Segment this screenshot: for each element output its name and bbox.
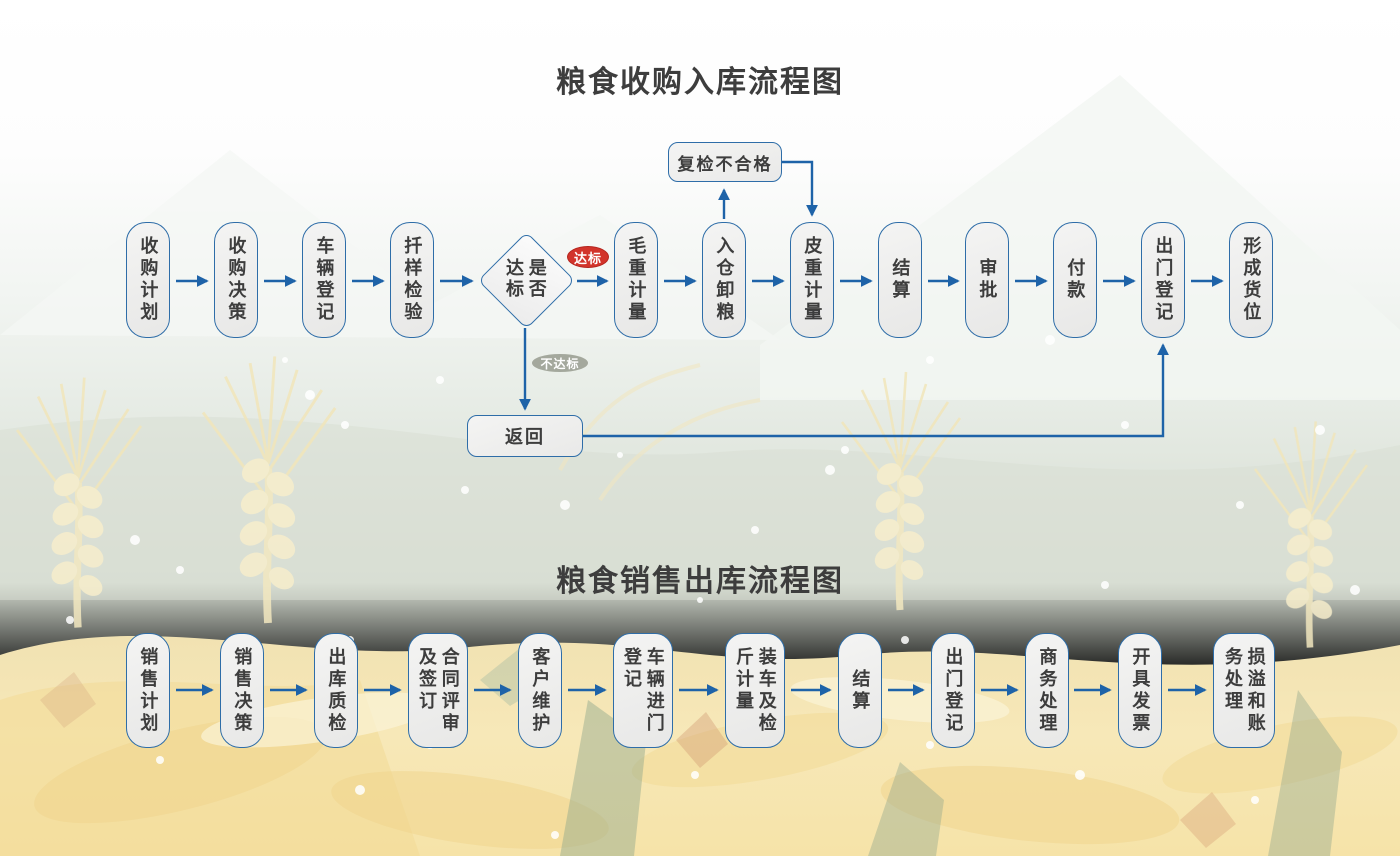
flow2-step-business-processing: 商务处理 (1025, 633, 1069, 748)
flow2-step-loss-gain-accounting: 损溢和账 务处理 (1213, 633, 1275, 748)
flow1-step-unload-grain: 入仓卸粮 (702, 222, 746, 338)
flow1-step-approval: 审批 (965, 222, 1009, 338)
node-label: 结算 (850, 668, 871, 713)
node-label-col: 登记 (622, 646, 642, 691)
flow2-step-sales-decision: 销售决策 (220, 633, 264, 748)
node-label: 审批 (977, 258, 998, 302)
node-label: 销售计划 (138, 646, 159, 735)
flow1-step-settlement: 结算 (878, 222, 922, 338)
node-label-col: 务处理 (1223, 646, 1243, 713)
flow2-step-loading-weighing: 装车及检 斤计量 (725, 633, 785, 748)
flow1-step-purchase-plan: 收购计划 (126, 222, 170, 338)
node-label: 皮重计量 (802, 236, 823, 324)
flow1-step-purchase-decision: 收购决策 (214, 222, 258, 338)
node-label-col: 及签订 (417, 646, 437, 713)
badge-pass: 达标 (567, 246, 609, 268)
flow1-title: 粮食收购入库流程图 (556, 66, 844, 99)
flow1-decision-standard: 是否 达标 (477, 231, 575, 329)
node-label-col: 合同评审 (439, 646, 460, 735)
flow1-step-gross-weight: 毛重计量 (614, 222, 658, 338)
flow2-title: 粮食销售出库流程图 (556, 565, 844, 598)
node-label-col: 装车及检 (756, 646, 777, 735)
decision-label-col: 达标 (504, 258, 524, 300)
flow1-step-storage-location: 形成货位 (1229, 222, 1273, 338)
node-label: 收购决策 (226, 236, 247, 324)
flow1-step-vehicle-registration: 车辆登记 (302, 222, 346, 338)
decision-label-col: 是否 (526, 258, 547, 300)
node-label-col: 损溢和账 (1245, 646, 1266, 735)
node-label: 结算 (890, 258, 911, 302)
node-label: 出库质检 (326, 646, 347, 735)
node-label: 销售决策 (232, 646, 253, 735)
node-label: 毛重计量 (626, 236, 647, 324)
flow2-step-sales-plan: 销售计划 (126, 633, 170, 748)
flow2-step-invoice-issue: 开具发票 (1118, 633, 1162, 748)
flow1-recheck-failed-box: 复检不合格 (668, 142, 782, 182)
flow1-step-sampling-inspection: 扦样检验 (390, 222, 434, 338)
flow1-step-payment: 付款 (1053, 222, 1097, 338)
flow2-step-customer-maintenance: 客户维护 (518, 633, 562, 748)
node-label: 出门登记 (1153, 236, 1174, 324)
node-label-col: 车辆进门 (644, 646, 665, 735)
node-label: 收购计划 (138, 236, 159, 324)
flow2-step-contract-review-signing: 合同评审 及签订 (408, 633, 468, 748)
node-label: 扦样检验 (402, 236, 423, 324)
node-label: 车辆登记 (314, 236, 335, 324)
badge-fail: 不达标 (532, 354, 588, 372)
flow2-step-settlement: 结算 (838, 633, 882, 748)
flow1-return-box: 返回 (467, 415, 583, 457)
flow2-step-outbound-qc: 出库质检 (314, 633, 358, 748)
node-label: 付款 (1065, 258, 1086, 302)
flow2-step-vehicle-entry-registration: 车辆进门 登记 (613, 633, 673, 748)
node-label: 出门登记 (943, 646, 964, 735)
node-label-col: 斤计量 (734, 646, 754, 713)
flow1-step-exit-registration: 出门登记 (1141, 222, 1185, 338)
background-dots (66, 335, 1360, 839)
node-label: 入仓卸粮 (714, 236, 735, 324)
node-label: 客户维护 (530, 646, 551, 735)
flow2-step-exit-registration: 出门登记 (931, 633, 975, 748)
flow1-step-tare-weight: 皮重计量 (790, 222, 834, 338)
node-label: 开具发票 (1130, 646, 1151, 735)
node-label: 商务处理 (1037, 646, 1058, 735)
node-label: 形成货位 (1241, 236, 1262, 324)
